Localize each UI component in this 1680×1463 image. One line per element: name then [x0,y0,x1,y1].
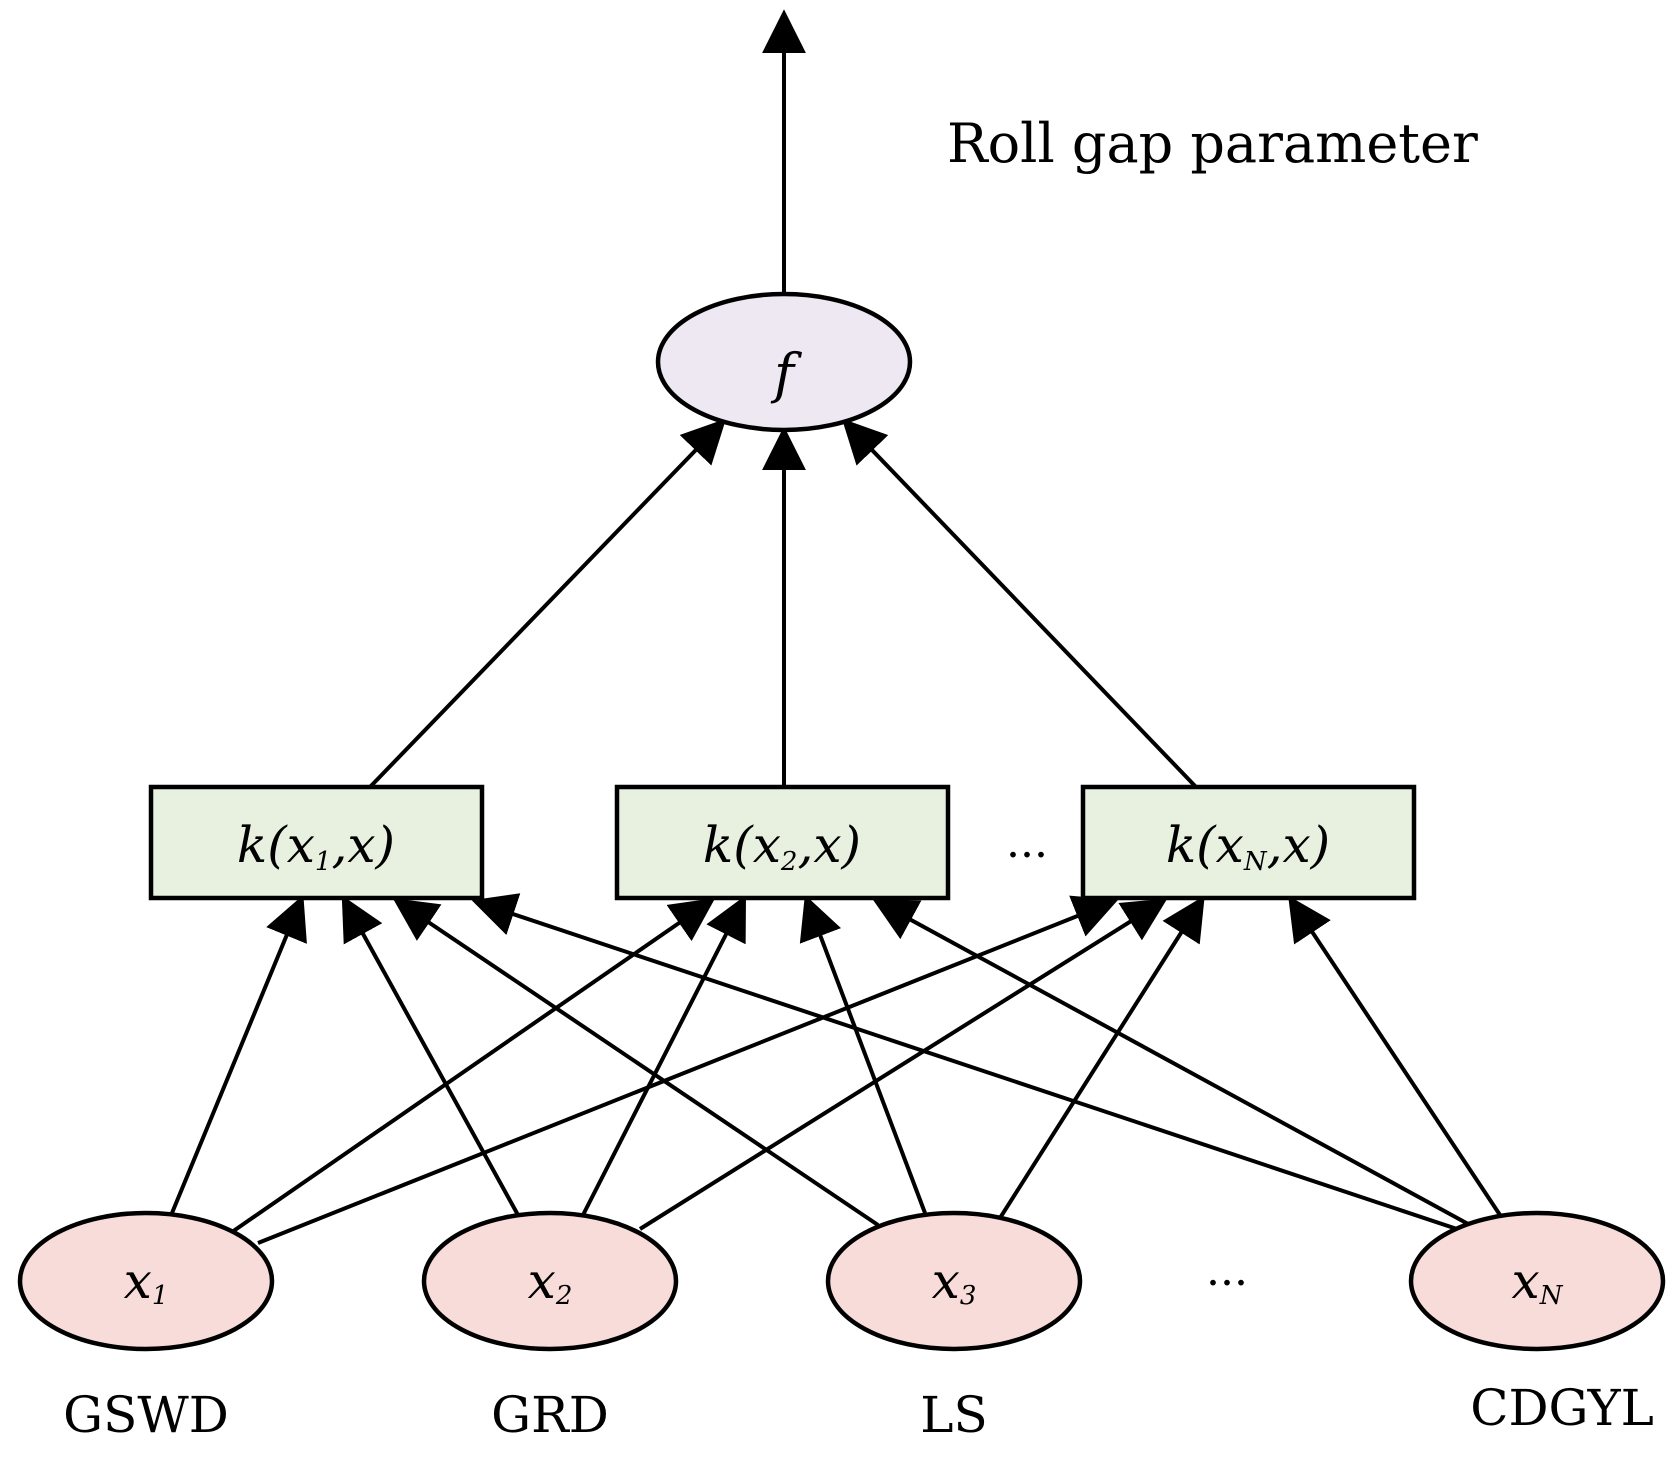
edge-x3-to-k1 [392,898,880,1227]
edge-k1-to-f [368,418,727,789]
input-node-x2: x2 [421,1210,679,1352]
edge-x2-to-k1 [341,895,520,1216]
input-symbol-x3: x3 [932,1252,977,1311]
kernel-label-k1: k(x1,x) [237,816,395,877]
edge-x3-to-kN [998,895,1205,1220]
edge-kN-to-f [841,418,1198,789]
input-symbol-xN: xN [1512,1252,1564,1311]
input-name-xN: CDGYL [1470,1379,1654,1437]
input-name-x1: GSWD [63,1386,229,1444]
input-ellipsis: ... [1206,1245,1248,1296]
input-node-x3: x3 [825,1210,1083,1352]
edge-xN-to-kN [1288,895,1502,1217]
input-name-x3: LS [920,1386,987,1444]
output-node-f [655,291,913,433]
input-name-x2: GRD [491,1386,609,1444]
edges-layer [170,9,1502,1245]
kernel-label-k2: k(x2,x) [703,816,861,877]
input-symbol-x1: x1 [124,1252,169,1311]
edge-xN-to-k1 [471,893,1461,1232]
kernel-box-k2: k(x2,x) [614,784,951,901]
edge-x3-to-k2 [799,894,927,1214]
input-node-xN: xN [1408,1210,1666,1352]
input-node-x1: x1 [17,1210,275,1352]
kernel-box-k1: k(x1,x) [148,784,485,901]
kernel-ellipsis: ... [1006,817,1048,868]
edge-x2-to-k2 [581,895,746,1216]
edge-x1-to-k1 [170,894,307,1214]
kernel-label-kN: k(xN,x) [1166,816,1330,877]
edge-x1-to-kN [257,895,1119,1245]
output-label: Roll gap parameter [947,112,1478,175]
edge-xN-to-k2 [872,898,1471,1227]
edge-x2-to-kN [638,898,1168,1231]
edge-x1-to-k2 [230,897,716,1234]
input-symbol-x2: x2 [528,1252,573,1311]
kernel-box-kN: k(xN,x) [1080,784,1417,901]
